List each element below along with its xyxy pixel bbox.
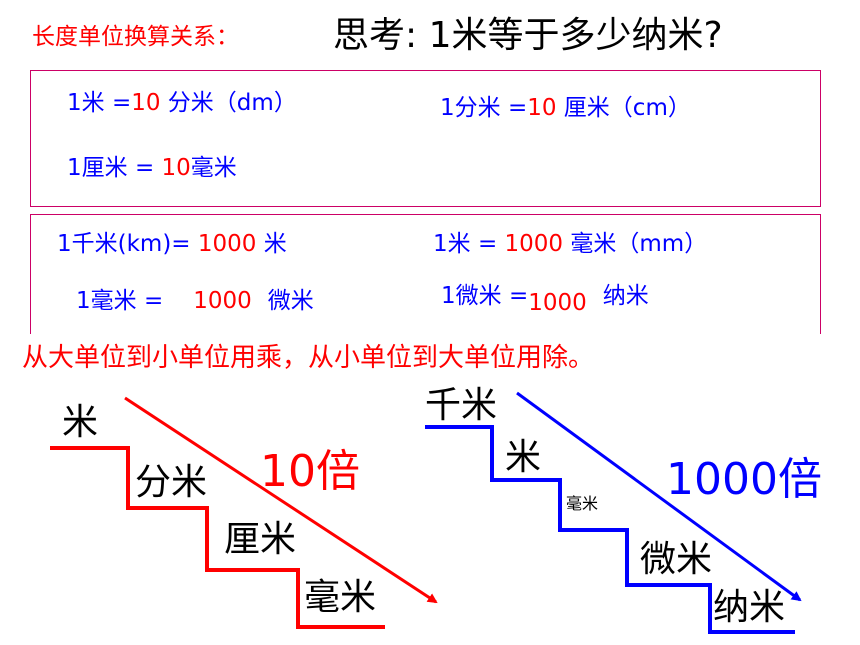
title-prefix: 长度单位换算关系：	[32, 24, 239, 50]
left-factor: 10倍	[260, 446, 360, 497]
lhs: 1米 =	[433, 231, 498, 257]
rhs: 纳米	[602, 283, 649, 309]
left-step-mm: 毫米	[304, 577, 377, 618]
conversion-box-2	[30, 214, 821, 334]
right-factor: 1000倍	[666, 454, 822, 505]
right-stairs-line	[425, 425, 795, 634]
rhs: 分米（dm）	[160, 90, 297, 116]
left-step-dm: 分米	[135, 462, 208, 503]
conversion-box-1	[30, 70, 821, 207]
left-diagonal-arrow	[124, 396, 438, 604]
conversion-m-mm: 1米 = 1000 毫米（mm）	[433, 233, 707, 256]
value: 1000	[528, 290, 587, 316]
conversion-dm-cm: 1分米 =10 厘米（cm）	[440, 97, 691, 120]
conversion-cm-mm: 1厘米 = 10毫米	[67, 157, 237, 180]
lhs: 1毫米 =	[76, 288, 164, 314]
value: 10	[527, 95, 557, 121]
rhs: 微米	[267, 288, 314, 314]
lhs: 1分米 =	[440, 95, 528, 121]
right-step-mm: 毫米	[566, 494, 599, 513]
lhs: 1米 =	[67, 90, 132, 116]
rhs: 米	[256, 231, 287, 257]
left-step-m: 米	[62, 402, 99, 443]
rhs: 毫米	[190, 155, 237, 181]
value: 10	[154, 155, 191, 181]
right-step-nm: 纳米	[713, 587, 786, 628]
value: 1000	[497, 231, 564, 257]
conversion-um-nm: 1微米 =1000 纳米	[441, 283, 649, 315]
title-question: 思考: 1米等于多少纳米?	[333, 15, 723, 56]
right-step-um: 微米	[640, 539, 713, 580]
right-step-m: 米	[505, 437, 542, 478]
lhs: 1千米(km)=	[57, 231, 191, 257]
conversion-mm-um: 1毫米 = 1000 微米	[76, 290, 314, 313]
rhs: 厘米（cm）	[556, 95, 691, 121]
value: 1000	[190, 231, 257, 257]
right-step-km: 千米	[425, 385, 498, 426]
right-diagonal-arrow	[516, 391, 802, 602]
lhs: 1微米 =	[441, 283, 529, 309]
lhs: 1厘米 =	[67, 155, 155, 181]
rule-text: 从大单位到小单位用乘，从小单位到大单位用除。	[22, 343, 595, 373]
left-step-cm: 厘米	[224, 519, 297, 560]
value: 1000	[193, 288, 252, 314]
rhs: 毫米（mm）	[563, 231, 708, 257]
conversion-km-m: 1千米(km)= 1000 米	[57, 233, 287, 256]
conversion-m-dm: 1米 =10 分米（dm）	[67, 92, 297, 115]
left-stairs-line	[50, 446, 385, 629]
value: 10	[131, 90, 161, 116]
